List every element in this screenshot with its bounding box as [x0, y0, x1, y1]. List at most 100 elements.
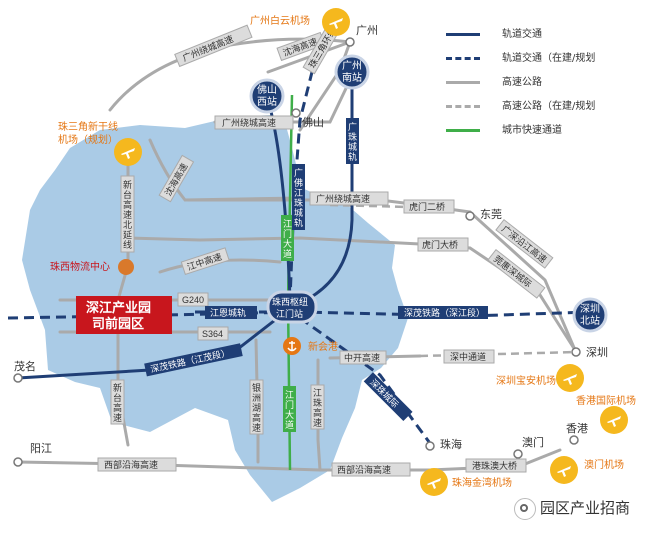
- jiangzhu-label-3: 速: [313, 418, 322, 428]
- legend-item-express: 城市快速通道: [444, 118, 664, 142]
- guanshen-label: 莞惠深城际: [492, 253, 534, 289]
- legend-swatch-rail-dashed: [446, 57, 480, 60]
- legend-swatch-rail: [446, 33, 480, 36]
- maoming-label: 茂名: [14, 359, 36, 373]
- legend-label: 城市快速通道: [502, 125, 562, 136]
- hub-line1: 珠西枢纽: [272, 296, 308, 307]
- sz-north-station: [572, 297, 608, 333]
- hongkong-dot: [569, 435, 579, 445]
- gz-ring-mid-label: 广州绕城高速: [316, 193, 370, 204]
- xintai-label-1: 台: [113, 392, 122, 403]
- jiangmen-ave-n-2: 大: [283, 238, 292, 249]
- guanglong-label-4: 城: [294, 208, 303, 218]
- foshan-west-station: [249, 78, 285, 114]
- road-labels: 广州绕城高速 沈海高速 广州绕城高速 广州绕城高速 虎门二桥 虎门大桥 江中高速…: [97, 24, 527, 477]
- zhongkai-label: 中开高速: [344, 352, 380, 363]
- jiangmen-ave-s-1: 门: [285, 399, 294, 410]
- xinning-north-label-3: 速: [123, 210, 132, 220]
- yinzhouhu-label-2: 湖: [252, 403, 261, 413]
- jiangzhu-label-2: 高: [313, 407, 322, 418]
- legend-label: 高速公路: [502, 77, 542, 88]
- xinning-north-label-4: 北: [123, 220, 132, 230]
- legend-item-rail: 轨道交通: [444, 22, 664, 46]
- jiangmen-ave-s-2: 大: [285, 409, 294, 420]
- shenmao-sz-label: 深茂铁路（深江段）: [404, 307, 485, 318]
- legend-item-rail-dashed: 轨道交通（在建/规划: [444, 46, 664, 70]
- legend-swatch-express: [446, 129, 480, 132]
- yinzhouhu-label-3: 高: [252, 412, 261, 423]
- guanglong-label-1: 佛: [294, 177, 303, 188]
- legend-item-highway: 高速公路: [444, 70, 664, 94]
- park-box: [76, 296, 172, 334]
- macau-airport-label: 澳门机场: [584, 458, 624, 471]
- humen-label: 虎门大桥: [422, 239, 458, 250]
- legend-label: 轨道交通: [502, 29, 542, 40]
- pearl-delta-label-2: 机场（规划）: [58, 133, 118, 146]
- guangzhou-label: 广州: [356, 24, 378, 37]
- gz-ring-top-label: 广州绕城高速: [181, 33, 235, 63]
- gz-zhu-rail-label-3: 轨: [348, 151, 357, 162]
- legend-swatch-highway-dashed: [446, 105, 480, 108]
- sz-north-line1: 深圳: [580, 303, 600, 315]
- park-line1: 深江产业园: [86, 300, 151, 315]
- baiyun-airport-icon: [322, 8, 350, 36]
- baiyun-label: 广州白云机场: [250, 14, 310, 27]
- zhuhai-label: 珠海: [440, 437, 462, 451]
- yinzhouhu-label-0: 银: [252, 382, 261, 393]
- foshan-label: 佛山: [302, 116, 324, 129]
- macau-airport-icon: [550, 456, 578, 484]
- gz-south-line1: 广州: [342, 60, 362, 72]
- gz-ring-left-label: 广州绕城高速: [222, 117, 276, 128]
- jiangen-label: 江恩城轨: [210, 307, 246, 318]
- xintai-label-0: 新: [113, 382, 122, 393]
- jiangzhu-label-0: 江: [313, 388, 322, 398]
- xinning-north-label-5: 延: [123, 229, 132, 240]
- wechat-icon: [514, 498, 536, 520]
- jiangmen-ave-n-0: 江: [283, 219, 292, 229]
- guanglong-label-2: 江: [294, 188, 303, 198]
- shenzhen-label: 深圳: [586, 346, 608, 359]
- zhuji-label: 深珠城际: [368, 376, 401, 409]
- yinzhouhu-label-4: 速: [252, 423, 261, 433]
- jinwan-airport-icon: [420, 468, 448, 496]
- anchor-icon: [283, 337, 301, 355]
- macau-label: 澳门: [522, 435, 544, 449]
- baoan-airport-icon: [556, 364, 584, 392]
- yangjiang-dot: [13, 457, 23, 467]
- foshan-west-line1: 佛山: [257, 83, 277, 96]
- hzm-label: 港珠澳大桥: [472, 460, 517, 471]
- gz-zhu-rail-label-2: 城: [348, 142, 357, 152]
- xintai-label-3: 速: [113, 413, 122, 423]
- xinning-north-label-6: 线: [123, 239, 132, 250]
- xinning-north-label-2: 高: [123, 199, 132, 210]
- jiangmen-ave-n-3: 道: [283, 248, 292, 259]
- jiangmen-ave-s-3: 道: [285, 419, 294, 430]
- xinhui-port-label: 新会港: [308, 340, 338, 353]
- hub-line2: 江门站: [276, 308, 303, 319]
- jiangzhu-label-1: 珠: [313, 397, 322, 408]
- stations: 佛山 西站 广州 南站 珠西枢纽 江门站 深圳 北站: [249, 54, 608, 333]
- watermark-text: 园区产业招商: [540, 499, 631, 517]
- gz-south-line2: 南站: [342, 71, 362, 84]
- gz-zhu-rail-label-1: 珠: [348, 131, 357, 142]
- hk-airport-label: 香港国际机场: [576, 394, 636, 407]
- legend-label: 轨道交通（在建/规划: [502, 53, 596, 64]
- jiangmen-ave-s-0: 江: [285, 390, 294, 400]
- shenzhen-dot: [571, 347, 581, 357]
- yinzhouhu-label-1: 洲: [252, 393, 261, 403]
- s364-label: S364: [202, 329, 223, 339]
- airports: 广州白云机场 珠三角新干线 机场（规划） 深圳宝安机场 香港国际机场 澳门机场 …: [58, 8, 636, 496]
- guangzhou-dot: [345, 37, 355, 47]
- shenhai-highway: [148, 138, 302, 202]
- g240-label: G240: [182, 295, 204, 305]
- dongguan-sz-highway: [468, 210, 577, 352]
- macau-dot: [513, 449, 523, 459]
- legend-swatch-highway: [446, 81, 480, 84]
- shenzhen-zhuhai-rail: [299, 316, 434, 447]
- pearl-delta-label-1: 珠三角新干线: [58, 120, 118, 133]
- legend: 轨道交通 轨道交通（在建/规划 高速公路 高速公路（在建/规划 城市快速通道: [444, 22, 664, 142]
- dongguan-dot: [465, 211, 475, 221]
- dongguan-label: 东莞: [480, 208, 502, 221]
- baoan-label: 深圳宝安机场: [496, 374, 556, 387]
